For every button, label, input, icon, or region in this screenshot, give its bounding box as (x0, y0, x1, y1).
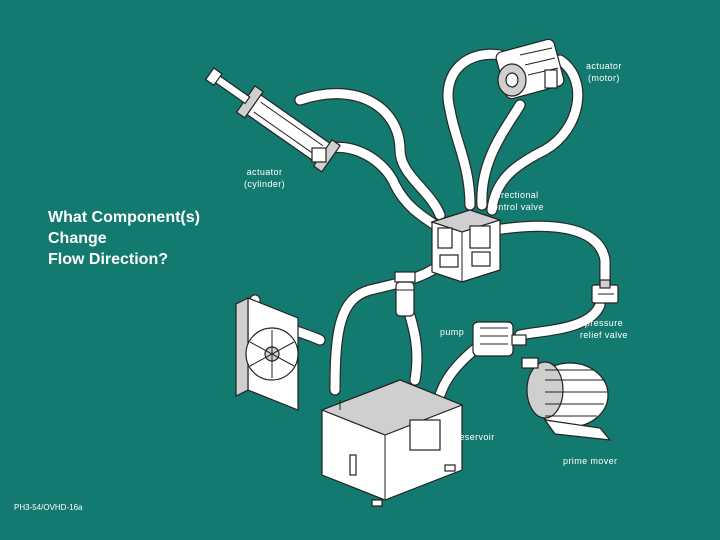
label-actuator-cylinder-line1: actuator (246, 167, 283, 177)
label-dcv-line1: directional (493, 190, 539, 200)
label-prv-line2: relief valve (580, 330, 628, 340)
question-line-3: Flow Direction? (48, 251, 168, 268)
cylinder-actuator (204, 67, 341, 173)
question-line-1: What Component(s) (48, 209, 200, 226)
label-actuator-cylinder: actuator (cylinder) (244, 166, 285, 190)
label-directional-control-valve: directional control valve (488, 189, 544, 213)
label-pump: pump (440, 327, 465, 337)
pump (472, 321, 527, 357)
pressure-relief-valve (591, 279, 619, 304)
label-prime-mover: prime mover (563, 456, 618, 466)
label-actuator-motor-line2: (motor) (587, 73, 620, 83)
footer-code: PH3-54/OVHD-16a (14, 503, 83, 512)
filter (394, 271, 416, 317)
motor-actuator (495, 38, 565, 100)
label-actuator-cylinder-line2: (cylinder) (244, 179, 286, 189)
label-pressure-relief-valve: pressure relief valve (580, 317, 628, 341)
reservoir (320, 379, 464, 507)
label-reservoir: reservoir (456, 432, 495, 442)
directional-control-valve (430, 209, 502, 283)
question-text: What Component(s) Change Flow Direction? (48, 207, 200, 270)
label-actuator-motor-line1: actuator (586, 61, 622, 71)
heat-exchanger (235, 297, 299, 411)
question-line-2: Change (48, 230, 107, 247)
hose-lines (248, 48, 611, 401)
label-dcv-line2: control valve (488, 202, 544, 212)
label-actuator-motor: actuator (motor) (586, 60, 622, 84)
prime-mover (521, 357, 612, 441)
label-prv-line1: pressure (584, 318, 624, 328)
